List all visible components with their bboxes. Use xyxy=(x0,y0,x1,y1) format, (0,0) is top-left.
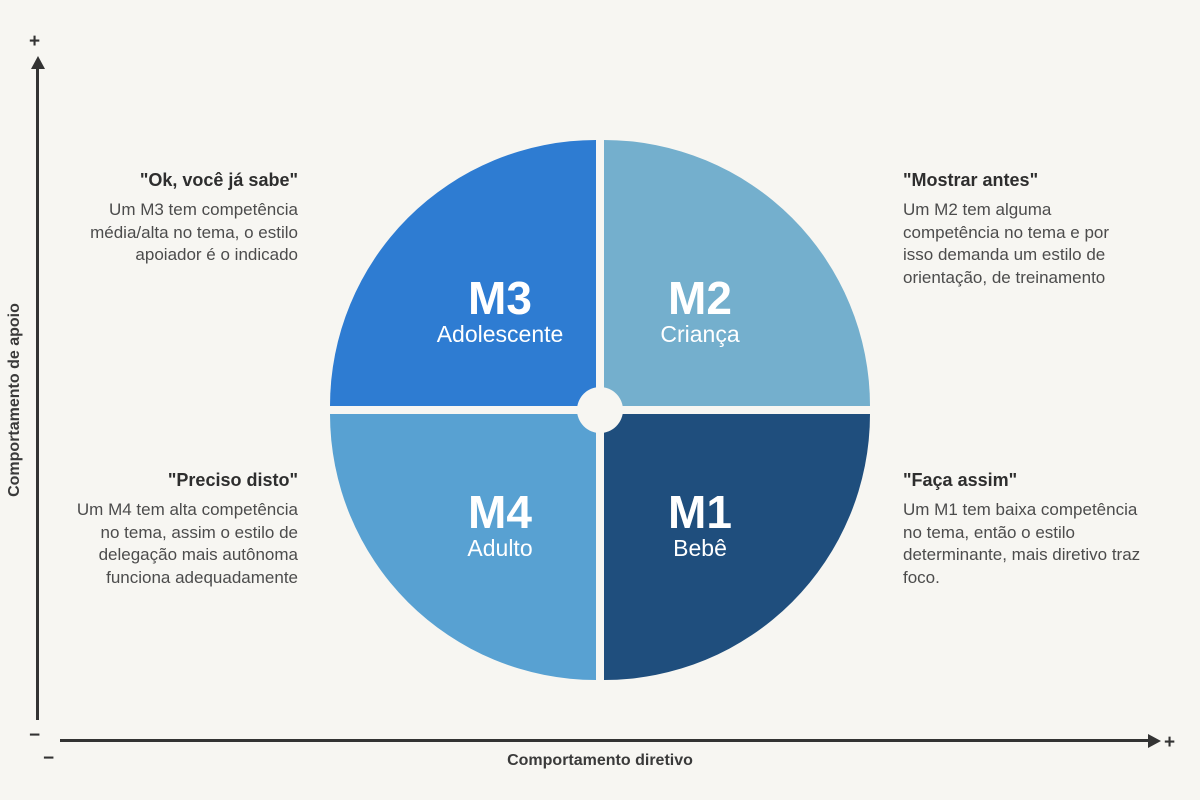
annotation-m1: "Faça assim" Um M1 tem baixa competência… xyxy=(903,470,1163,589)
quadrant-m3-name: Adolescente xyxy=(436,321,564,347)
annotation-m4-line: funciona adequadamente xyxy=(106,567,298,587)
quadrant-m1-code: M1 xyxy=(668,486,732,538)
annotation-m2: "Mostrar antes" Um M2 tem alguma competê… xyxy=(903,170,1163,289)
quadrant-m1-label: M1 Bebê xyxy=(668,489,732,561)
quadrant-m4-code: M4 xyxy=(468,486,532,538)
annotation-m2-line: orientação, de treinamento xyxy=(903,267,1106,287)
annotation-m3-line: apoiador é o indicado xyxy=(135,245,298,264)
x-axis-title: Comportamento diretivo xyxy=(507,752,693,769)
quadrant-m2-shape xyxy=(604,140,870,406)
annotation-m4: "Preciso disto" Um M4 tem alta competênc… xyxy=(38,470,298,589)
y-axis-arrowhead-icon xyxy=(31,56,45,69)
annotation-m3-line: média/alta no tema, o estilo xyxy=(90,222,298,242)
annotation-m1-line: determinante, mais diretivo traz xyxy=(903,545,1141,564)
quadrant-m4-shape xyxy=(330,414,596,680)
quadrant-m3-shape xyxy=(330,140,596,406)
annotation-m2-line: isso demanda um estilo de xyxy=(903,245,1106,264)
annotation-m4-title: "Preciso disto" xyxy=(167,470,298,490)
annotation-m3: "Ok, você já sabe" Um M3 tem competência… xyxy=(38,170,298,267)
annotation-m3-title: "Ok, você já sabe" xyxy=(139,170,298,190)
annotation-m3-line: Um M3 tem competência xyxy=(109,200,298,219)
quadrant-m2-label: M2 Criança xyxy=(660,275,739,347)
y-axis-title: Comportamento de apoio xyxy=(6,303,23,497)
y-axis-minus-sign: − xyxy=(29,725,41,746)
annotation-m4-line: delegação mais autônoma xyxy=(98,545,298,564)
annotation-m1-line: no tema, então o estilo xyxy=(903,522,1076,542)
annotation-m2-title: "Mostrar antes" xyxy=(903,170,1039,190)
y-axis-plus-sign: + xyxy=(29,31,41,52)
quadrant-m4-name: Adulto xyxy=(467,535,533,561)
x-axis-plus-sign: + xyxy=(1164,732,1176,753)
annotation-m1-title: "Faça assim" xyxy=(903,470,1018,490)
quadrant-m2-name: Criança xyxy=(660,321,740,347)
x-axis-minus-sign: − xyxy=(43,748,55,769)
annotation-m2-line: competência no tema e por xyxy=(903,222,1110,242)
quadrant-m1-name: Bebê xyxy=(673,535,727,561)
center-hub-circle xyxy=(577,387,623,433)
x-axis-arrowhead-icon xyxy=(1148,734,1161,748)
annotation-m1-line: foco. xyxy=(903,567,940,587)
quadrant-m4-label: M4 Adulto xyxy=(467,489,532,561)
maturity-circle xyxy=(330,140,870,680)
y-axis-line xyxy=(36,66,39,720)
quadrant-m2-code: M2 xyxy=(668,272,732,324)
quadrant-m3-code: M3 xyxy=(468,272,532,324)
annotation-m1-line: Um M1 tem baixa competência xyxy=(903,500,1138,519)
annotation-m2-line: Um M2 tem alguma xyxy=(903,200,1052,219)
quadrant-m3-label: M3 Adolescente xyxy=(437,275,564,347)
quadrant-m1-shape xyxy=(604,414,870,680)
annotation-m4-line: no tema, assim o estilo de xyxy=(100,522,298,542)
annotation-m4-line: Um M4 tem alta competência xyxy=(76,500,298,519)
x-axis-line xyxy=(60,739,1150,742)
